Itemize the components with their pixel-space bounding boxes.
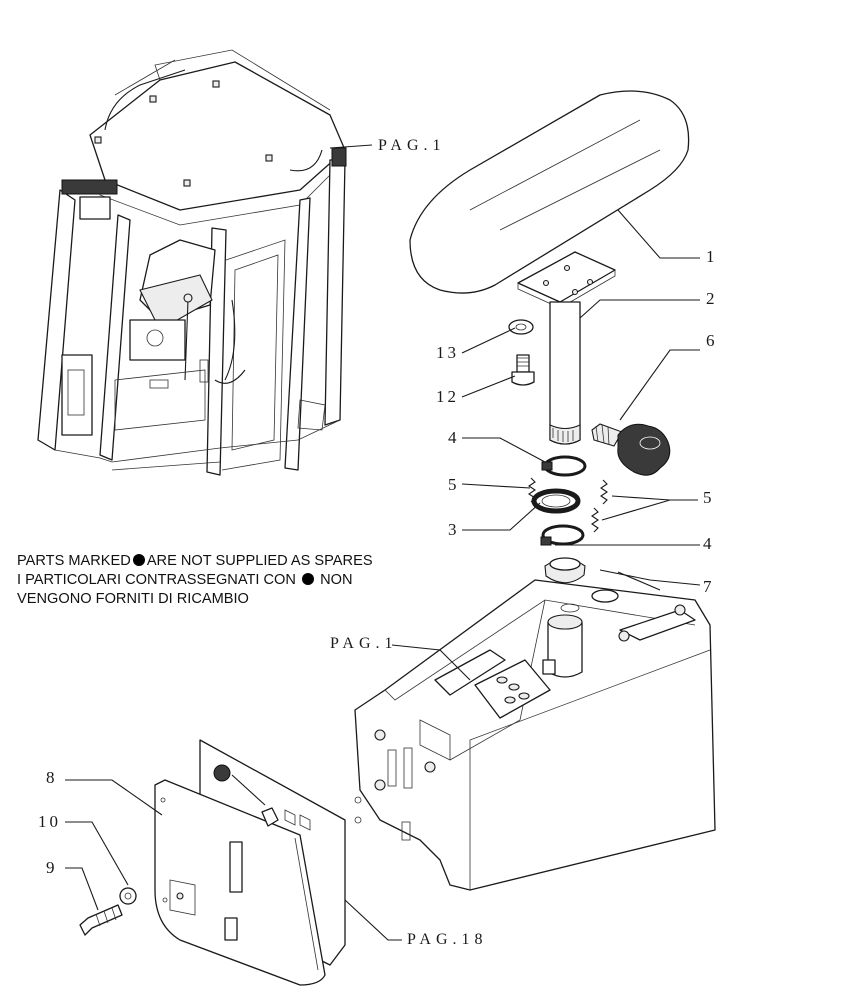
callout-13: 13	[436, 343, 459, 362]
armrest-assembly-drawing	[409, 90, 690, 584]
page-ref-top: PAG.1	[378, 137, 446, 154]
callout-8: 8	[46, 768, 58, 787]
callout-5-left: 5	[448, 475, 460, 494]
spares-note-line-2: I PARTICOLARI CONTRASSEGNATI CON NON	[17, 572, 353, 588]
callout-5-right: 5	[703, 488, 715, 507]
side-panel-drawing	[79, 739, 346, 986]
callout-6: 6	[706, 331, 718, 350]
callout-7: 7	[703, 577, 715, 596]
black-dot-icon	[132, 554, 145, 566]
callout-4-bottom: 4	[703, 534, 715, 553]
callout-3: 3	[448, 520, 460, 539]
page-ref-bottom: PAG.18	[407, 931, 488, 948]
page-ref-middle: PAG.1	[330, 635, 398, 652]
callout-1: 1	[706, 247, 718, 266]
callout-4-top: 4	[448, 428, 460, 447]
callout-12: 12	[436, 387, 459, 406]
operator-cab-drawing	[37, 49, 347, 476]
callout-9: 9	[46, 858, 58, 877]
spares-note-line-3: VENGONO FORNITI DI RICAMBIO	[17, 591, 249, 607]
callout-10: 10	[38, 812, 61, 831]
leader-lines	[65, 144, 701, 941]
not-supplied-dot-icon	[213, 764, 231, 782]
seat-base-console-drawing	[354, 579, 716, 891]
black-dot-icon	[302, 573, 315, 585]
callout-2: 2	[706, 289, 718, 308]
